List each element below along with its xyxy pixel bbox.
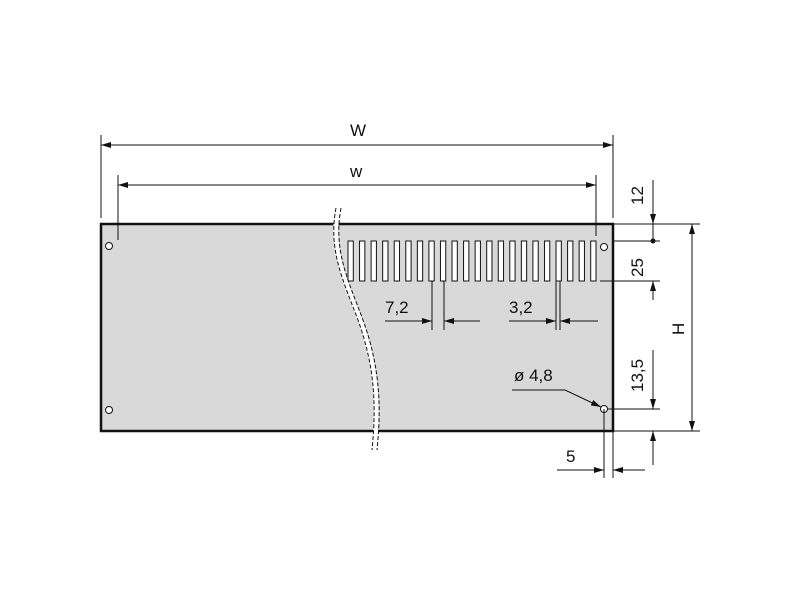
hole-bottom-left	[105, 406, 113, 414]
label-diameter: ø 4,8	[514, 366, 553, 385]
vent-slot	[578, 240, 585, 282]
dimension-slot-height: 25	[628, 258, 656, 300]
vent-slot	[439, 240, 447, 282]
vent-slot	[359, 240, 366, 282]
vent-slot	[567, 240, 574, 282]
dimension-slot-pitch: 7,2	[385, 281, 480, 330]
dimension-hole-offset-bottom: 13,5	[628, 350, 656, 465]
vent-slot	[555, 240, 562, 282]
vent-slot	[520, 240, 528, 282]
dimension-height: H	[669, 224, 695, 431]
vent-slot	[428, 240, 435, 282]
label-w: w	[349, 162, 363, 181]
vent-slot	[497, 240, 505, 282]
dimension-hole-spacing: w	[117, 162, 597, 240]
vent-slot	[474, 240, 481, 282]
vent-slot	[532, 240, 539, 282]
vent-slot	[416, 240, 424, 282]
hole-top-right	[600, 243, 608, 251]
vent-slot	[463, 240, 470, 282]
vent-slot	[393, 240, 401, 282]
vent-slot	[590, 240, 597, 282]
label-3-2: 3,2	[509, 298, 533, 317]
vent-slot	[509, 240, 516, 282]
panel	[99, 222, 615, 433]
label-5: 5	[566, 447, 575, 466]
break-line	[333, 207, 380, 451]
label-12: 12	[628, 186, 647, 205]
dimension-top-offset: 12	[628, 180, 656, 244]
vent-slot	[405, 240, 412, 282]
hole-top-left	[105, 242, 113, 250]
label-13-5: 13,5	[628, 359, 647, 392]
mounting-holes	[105, 242, 608, 414]
vent-slot	[486, 240, 493, 282]
vent-slot	[451, 240, 458, 282]
vent-slot	[543, 240, 551, 282]
label-25: 25	[628, 258, 647, 277]
callout-hole-diameter: ø 4,8	[512, 366, 602, 408]
vent-slots	[347, 240, 597, 282]
label-H: H	[669, 323, 688, 335]
vent-slot	[370, 240, 377, 282]
vent-slot	[347, 240, 354, 282]
label-W: W	[350, 121, 366, 140]
dimension-overall-width: W	[100, 121, 614, 218]
vent-slot	[382, 240, 389, 282]
dimension-hole-offset-side: 5	[557, 409, 645, 478]
dimension-slot-width: 3,2	[509, 281, 598, 330]
label-7-2: 7,2	[385, 298, 409, 317]
